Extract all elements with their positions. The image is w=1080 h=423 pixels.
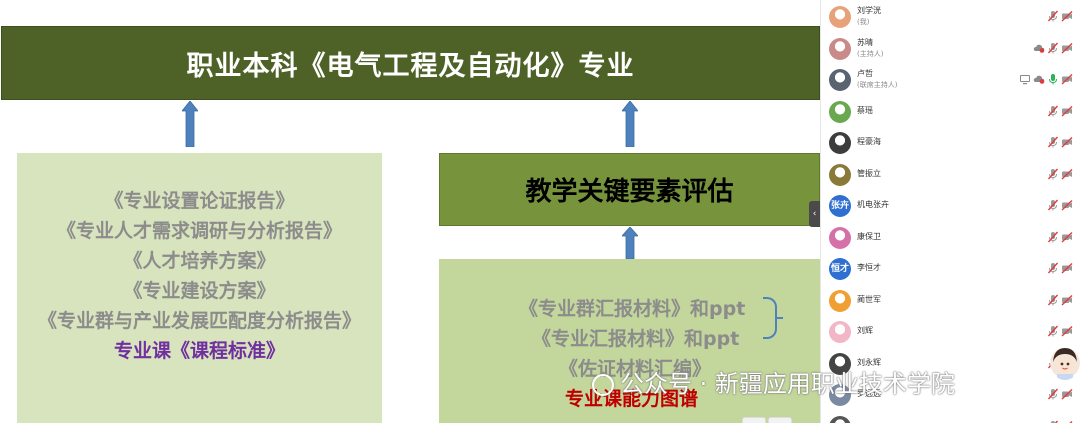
- mic-muted-icon[interactable]: [1047, 388, 1059, 400]
- right-brace: [763, 297, 783, 339]
- slide-toolbar[interactable]: [742, 417, 792, 423]
- mic-muted-icon[interactable]: [1047, 10, 1059, 22]
- avatar: [829, 37, 851, 60]
- camera-off-icon[interactable]: [1061, 294, 1073, 306]
- watermark: 公众号 · 新疆应用职业技术学院: [592, 364, 955, 399]
- participant-name: 苏晴: [857, 37, 873, 47]
- participant-name: 刘学洸: [857, 6, 881, 15]
- toolbar-button[interactable]: [742, 417, 766, 423]
- shared-slide: 职业本科《电气工程及自动化》专业 《专业设置论证报告》 《专业人才需求调研与分析…: [1, 26, 820, 423]
- avatar: 张卉: [829, 195, 851, 217]
- up-arrow-icon: [622, 227, 638, 259]
- participant-name: 蔺世军: [857, 294, 881, 304]
- camera-off-icon[interactable]: [1061, 262, 1073, 274]
- avatar: [829, 132, 851, 154]
- material-line: 《专业群汇报材料》和ppt: [519, 298, 746, 320]
- mic-muted-icon[interactable]: [1047, 262, 1059, 274]
- camera-off-icon[interactable]: [1061, 388, 1073, 400]
- participant-row[interactable]: 张卉机电张卉: [821, 192, 1080, 222]
- camera-off-icon[interactable]: [1061, 325, 1073, 337]
- participant-panel: 刘学洸 (我) 苏晴 (主持人) 卢哲 (联席主持人) 蔡瑶程豪海管振立张卉机电张卉康保卫恒…: [820, 0, 1080, 423]
- participant-row[interactable]: [821, 413, 1080, 423]
- camera-off-icon[interactable]: [1061, 199, 1073, 211]
- participant-name: 程豪海: [857, 137, 881, 146]
- avatar: [829, 163, 851, 186]
- toolbar-button[interactable]: [768, 417, 792, 423]
- camera-off-icon[interactable]: [1061, 168, 1073, 180]
- doc-line: 《专业设置论证报告》: [104, 190, 295, 212]
- up-arrow-icon: [622, 101, 638, 147]
- avatar: [829, 226, 851, 249]
- participant-row[interactable]: 刘学洸 (我): [821, 3, 1080, 33]
- avatar: [829, 69, 851, 91]
- participant-name: 蔡瑶: [857, 105, 873, 115]
- camera-off-icon[interactable]: [1061, 105, 1073, 117]
- avatar: [829, 384, 851, 406]
- cloud-icon[interactable]: [1033, 42, 1045, 54]
- participant-name: 康保卫: [857, 231, 881, 241]
- assistant-avatar-icon[interactable]: [1050, 346, 1080, 380]
- participant-name: 李恒才: [857, 263, 881, 272]
- screen-share-icon[interactable]: [1019, 73, 1031, 85]
- camera-off-icon[interactable]: [1061, 42, 1073, 54]
- document-list-box: 《专业设置论证报告》 《专业人才需求调研与分析报告》 《人才培养方案》 《专业建…: [17, 153, 382, 423]
- chevron-left-icon[interactable]: ‹: [809, 201, 820, 227]
- avatar: [829, 415, 851, 423]
- mic-muted-icon[interactable]: [1047, 168, 1059, 180]
- mic-muted-icon[interactable]: [1047, 420, 1059, 423]
- mic-muted-icon[interactable]: [1047, 42, 1059, 54]
- slide-title-banner: 职业本科《电气工程及自动化》专业: [1, 26, 820, 100]
- participant-row[interactable]: 恒才李恒才: [821, 255, 1080, 285]
- participant-role: (主持人): [857, 49, 884, 58]
- avatar: [829, 321, 851, 343]
- mic-muted-icon[interactable]: [1047, 325, 1059, 337]
- camera-off-icon[interactable]: [1061, 73, 1073, 85]
- mic-muted-icon[interactable]: [1047, 199, 1059, 211]
- participant-row[interactable]: 管振立: [821, 161, 1080, 191]
- camera-off-icon[interactable]: [1061, 136, 1073, 148]
- participant-row[interactable]: 苏晴 (主持人): [821, 35, 1080, 65]
- wechat-icon: [592, 374, 614, 396]
- evaluation-label: 教学关键要素评估: [525, 177, 734, 207]
- participant-row[interactable]: 罗远远: [821, 381, 1080, 411]
- participant-role: (联席主持人): [857, 81, 898, 89]
- up-arrow-icon: [182, 101, 198, 147]
- evaluation-box: 教学关键要素评估: [439, 153, 820, 226]
- participant-row[interactable]: 卢哲 (联席主持人): [821, 66, 1080, 96]
- avatar: [829, 352, 851, 375]
- doc-line: 《专业人才需求调研与分析报告》: [56, 220, 342, 242]
- participant-name: 卢哲: [857, 69, 873, 78]
- course-standard-label: 专业课《课程标准》: [113, 340, 285, 362]
- participant-name: 管振立: [857, 168, 881, 178]
- camera-off-icon[interactable]: [1061, 420, 1073, 423]
- participant-row[interactable]: 程豪海: [821, 129, 1080, 159]
- participant-role: (我): [857, 18, 870, 26]
- participant-row[interactable]: 康保卫: [821, 224, 1080, 254]
- mic-on-icon[interactable]: [1047, 73, 1059, 85]
- camera-off-icon[interactable]: [1061, 10, 1073, 22]
- mic-muted-icon[interactable]: [1047, 231, 1059, 243]
- participant-name: 刘辉: [857, 326, 873, 335]
- avatar: [829, 6, 851, 28]
- slide-title: 职业本科《电气工程及自动化》专业: [186, 50, 635, 82]
- participant-name: 罗远远: [857, 389, 881, 398]
- materials-box: 《专业群汇报材料》和ppt 《专业汇报材料》和ppt 《佐证材料汇编》 专业课能…: [439, 259, 820, 423]
- doc-line: 《专业建设方案》: [123, 280, 276, 302]
- mic-muted-icon[interactable]: [1047, 136, 1059, 148]
- avatar: [829, 289, 851, 312]
- material-line: 《专业汇报材料》和ppt: [532, 328, 740, 350]
- avatar: [829, 100, 851, 123]
- participant-row[interactable]: 蔺世军: [821, 287, 1080, 317]
- participant-row[interactable]: 刘辉: [821, 318, 1080, 348]
- doc-line: 《人才培养方案》: [123, 250, 276, 272]
- camera-off-icon[interactable]: [1061, 231, 1073, 243]
- doc-line: 《专业群与产业发展匹配度分析报告》: [37, 310, 361, 332]
- mic-muted-icon[interactable]: [1047, 105, 1059, 117]
- mic-muted-icon[interactable]: [1047, 294, 1059, 306]
- participant-row[interactable]: 蔡瑶: [821, 98, 1080, 128]
- participant-name: 刘永辉: [857, 357, 881, 367]
- cloud-icon[interactable]: [1033, 73, 1045, 85]
- avatar: 恒才: [829, 258, 851, 280]
- participant-name: 机电张卉: [857, 200, 889, 209]
